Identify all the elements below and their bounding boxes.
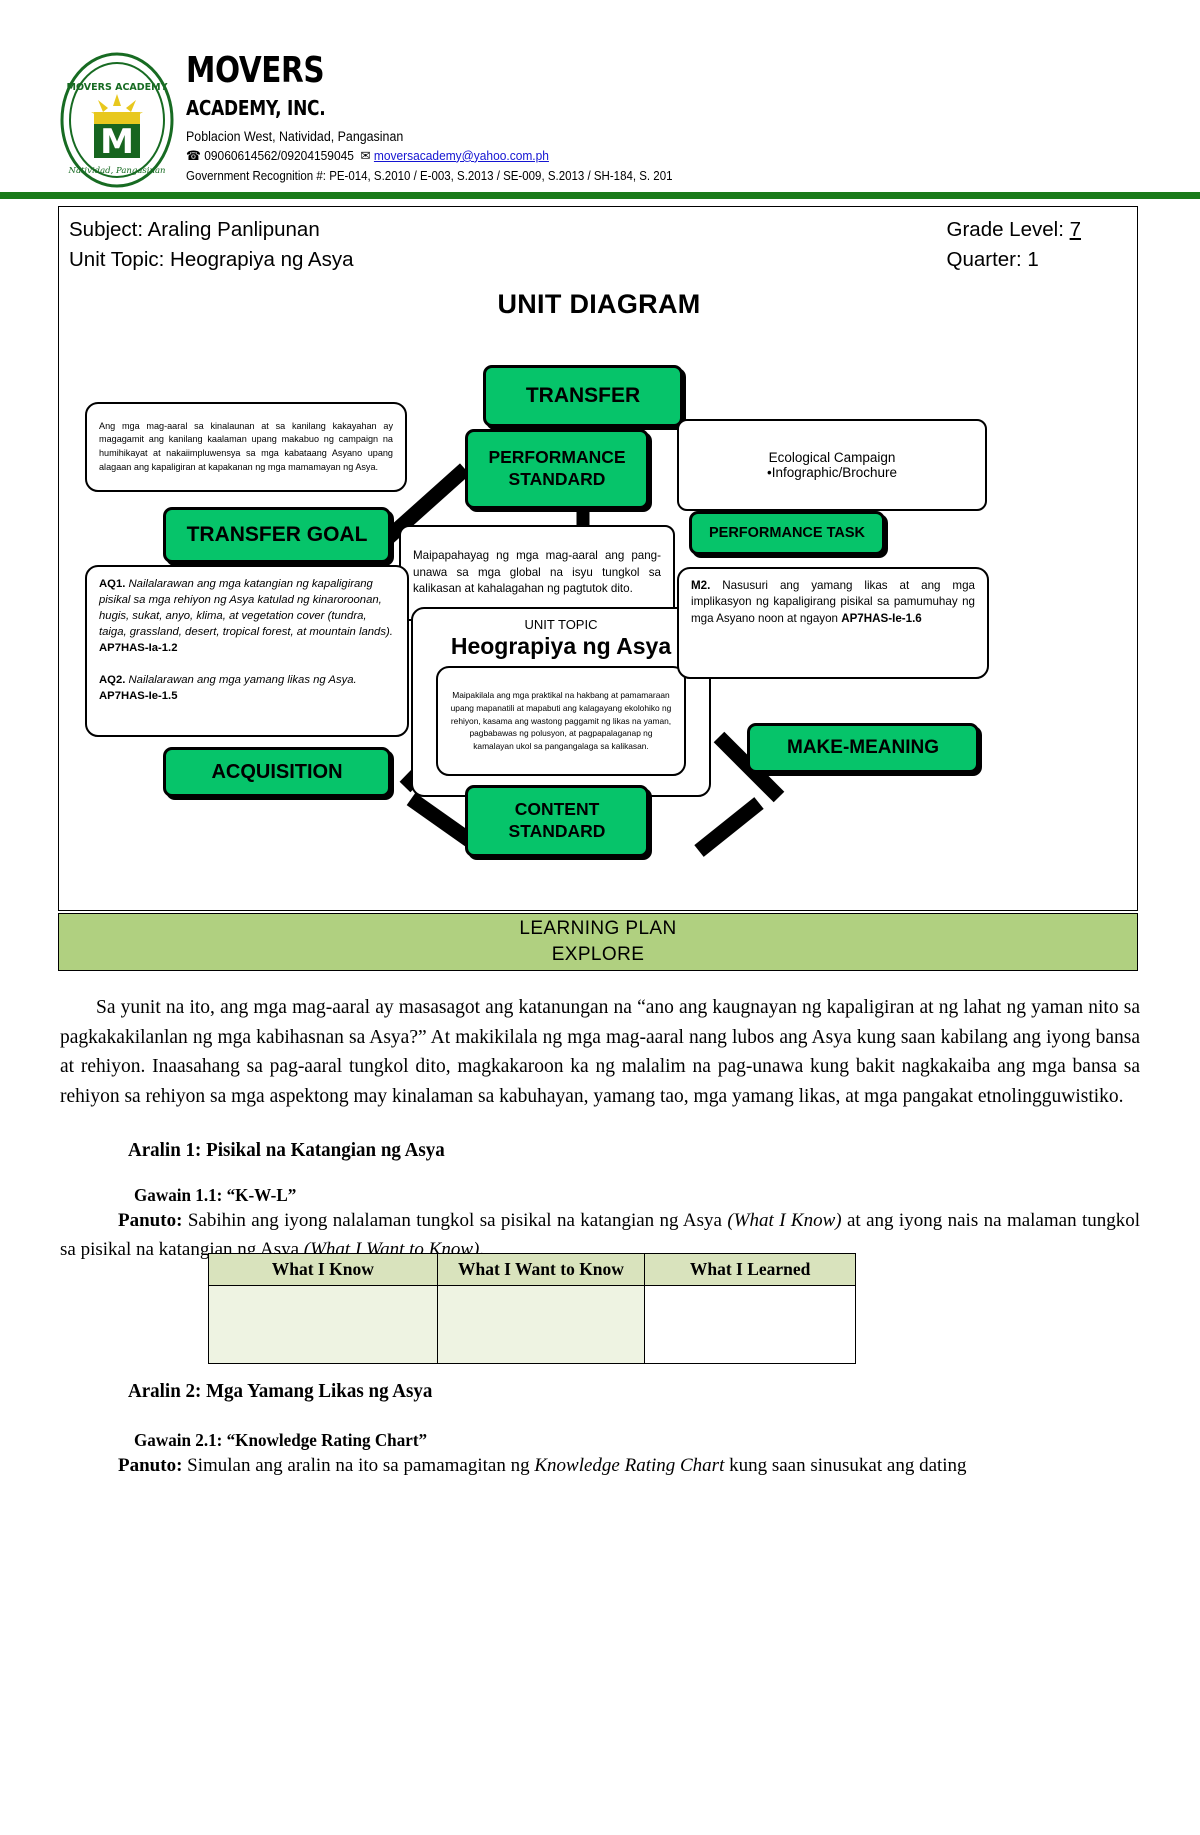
school-contact: ☎ 09060614562/09204159045 ✉ moversacadem… <box>186 148 672 164</box>
node-performance-task-label: PERFORMANCE TASK <box>708 525 865 541</box>
learning-plan-title: LEARNING PLAN <box>519 918 677 940</box>
grade-column: Grade Level: 7 Quarter: 1 <box>947 215 1129 274</box>
node-transfer: TRANSFER <box>483 365 683 427</box>
aq1-ref: AP7HAS-Ia-1.2 <box>99 642 178 655</box>
node-unit-topic: UNIT TOPIC Heograpiya ng Asya Maipakilal… <box>411 607 711 797</box>
gawain-2-1-panuto-label: Panuto: <box>118 1455 183 1476</box>
kwl-header-row: What I Know What I Want to Know What I L… <box>208 1253 856 1286</box>
school-address: Poblacion West, Natividad, Pangasinan <box>186 128 404 144</box>
gawain-1-1-panuto-i1: (What I Know) <box>727 1210 842 1231</box>
node-transfer-goal: TRANSFER GOAL <box>163 507 391 563</box>
performance-standard-text: Maipapahayag ng mga mag-aaral ang pang-u… <box>413 549 661 596</box>
grade-level-label: Grade Level: <box>946 218 1064 241</box>
envelope-icon: ✉ <box>360 147 371 163</box>
node-performance-task-detail: Ecological Campaign •Infographic/Brochur… <box>677 419 987 511</box>
kwl-header-what-i-know: What I Know <box>208 1253 438 1286</box>
gawain-2-1-title: Gawain 2.1: “Knowledge Rating Chart” <box>134 1430 428 1450</box>
node-performance-task: PERFORMANCE TASK <box>689 511 885 555</box>
unit-topic-label: Unit Topic: Heograpiya ng Asya <box>69 247 354 271</box>
gawain-2-1-panuto-b: kung saan sinusukat ang dating <box>729 1455 967 1476</box>
kwl-header-what-i-learned: What I Learned <box>644 1253 856 1286</box>
page-title: UNIT DIAGRAM <box>497 289 701 319</box>
kwl-cell-what-i-know[interactable] <box>208 1285 438 1364</box>
gawain-2-1-panuto-a: Simulan ang aralin na ito sa pamamagitan… <box>187 1455 530 1476</box>
phone-icon: ☎ <box>186 147 201 163</box>
explore-intro-text: Sa yunit na ito, ang mga mag-aaral ay ma… <box>60 997 1140 1107</box>
subject-header-row: Subject: Araling Panlipunan Unit Topic: … <box>69 215 1129 274</box>
unit-topic-name: Heograpiya ng Asya <box>450 633 672 659</box>
school-subname: ACADEMY, INC. <box>186 95 326 120</box>
quarter-label: Quarter: 1 <box>946 247 1039 271</box>
learning-plan-subtitle: EXPLORE <box>551 944 645 965</box>
svg-text:MOVERS ACADEMY: MOVERS ACADEMY <box>67 82 168 93</box>
grade-level-row: Grade Level: 7 <box>947 215 1081 245</box>
acquisition-detail-text: AQ1. Nailalarawan ang mga katangian ng k… <box>87 567 407 713</box>
gawain-2-1-panuto-i1: Knowledge Rating Chart <box>534 1455 725 1476</box>
gawain-1-1-panuto-label: Panuto: <box>118 1210 183 1231</box>
m2-text: Nasusuri ang yamang likas at ang mga imp… <box>691 579 975 625</box>
letterhead: MOVERS ACADEMY Natividad, Pangasinan M M… <box>0 0 1200 199</box>
node-performance-standard-label: PERFORMANCE STANDARD <box>488 447 626 489</box>
aralin-2-title: Aralin 2: Mga Yamang Likas ng Asya <box>128 1380 433 1402</box>
node-acquisition: ACQUISITION <box>163 747 391 797</box>
unit-topic-inner-text: Maipakilala ang mga praktikal na hakbang… <box>450 690 672 751</box>
aq2-code: AQ2. <box>99 674 126 687</box>
gawain-2-1-panuto: Panuto: Simulan ang aralin na ito sa pam… <box>60 1452 1140 1481</box>
explore-intro: Sa yunit na ito, ang mga mag-aaral ay ma… <box>60 993 1140 1112</box>
gawain-1-1-panuto-c: . <box>479 1238 485 1260</box>
node-performance-standard: PERFORMANCE STANDARD <box>465 429 649 509</box>
unit-diagram: TRANSFER Ang mga mag-aaral sa kinalaunan… <box>59 207 1139 912</box>
kwl-table-row <box>208 1285 856 1364</box>
grade-level-value: 7 <box>1069 218 1081 241</box>
kwl-cell-what-i-learned[interactable] <box>644 1285 856 1364</box>
node-transfer-goal-label: TRANSFER GOAL <box>186 523 368 546</box>
aq1-code: AQ1. <box>99 578 126 590</box>
node-make-meaning: MAKE-MEANING <box>747 723 979 773</box>
kwl-table: What I Know What I Want to Know What I L… <box>208 1253 856 1364</box>
make-meaning-detail-text: M2. Nasusuri ang yamang likas at ang mga… <box>679 569 987 636</box>
subject-column: Subject: Araling Panlipunan Unit Topic: … <box>69 215 354 274</box>
brand-block: MOVERS ACADEMY, INC. Poblacion West, Nat… <box>186 52 715 183</box>
node-acquisition-detail: AQ1. Nailalarawan ang mga katangian ng k… <box>85 565 409 737</box>
transfer-description-text: Ang mga mag-aaral sa kinalaunan at sa ka… <box>99 420 393 472</box>
node-transfer-label: TRANSFER <box>525 384 641 407</box>
subject-label: Subject: Araling Panlipunan <box>69 218 320 241</box>
aralin-1-title: Aralin 1: Pisikal na Katangian ng Asya <box>128 1139 445 1161</box>
kwl-header-what-i-want-to-know: What I Want to Know <box>436 1253 646 1286</box>
unit-diagram-frame: Subject: Araling Panlipunan Unit Topic: … <box>58 206 1138 911</box>
node-content-standard: CONTENT STANDARD <box>465 785 649 857</box>
kwl-cell-what-i-want-to-know[interactable] <box>436 1285 646 1364</box>
school-name: MOVERS <box>186 50 325 91</box>
government-recognition: Government Recognition #: PE-014, S.2010… <box>186 168 673 183</box>
node-make-meaning-label: MAKE-MEANING <box>787 737 939 758</box>
node-make-meaning-detail: M2. Nasusuri ang yamang likas at ang mga… <box>677 567 989 679</box>
svg-text:M: M <box>100 122 134 162</box>
performance-task-detail-line1: Ecological Campaign <box>768 450 896 465</box>
m2-code: M2. <box>691 579 711 592</box>
learning-plan-banner: LEARNING PLAN EXPLORE <box>58 913 1138 971</box>
email-link[interactable]: moversacademy@yahoo.com.ph <box>373 147 549 163</box>
gawain-1-1-title: Gawain 1.1: “K-W-L” <box>134 1185 297 1205</box>
performance-task-detail-line2: •Infographic/Brochure <box>766 465 898 480</box>
node-acquisition-label: ACQUISITION <box>211 760 343 783</box>
school-logo: MOVERS ACADEMY Natividad, Pangasinan M <box>58 50 176 190</box>
aq2-ref: AP7HAS-Ie-1.5 <box>99 690 178 703</box>
header-divider <box>0 192 1200 199</box>
node-content-standard-label: CONTENT STANDARD <box>508 799 606 841</box>
phone-number: 09060614562/09204159045 <box>204 147 354 163</box>
gawain-1-1-panuto-a: Sabihin ang iyong nalalaman tungkol sa p… <box>187 1210 722 1231</box>
aq2-text: Nailalarawan ang mga yamang likas ng Asy… <box>128 674 357 687</box>
node-transfer-description: Ang mga mag-aaral sa kinalaunan at sa ka… <box>85 402 407 492</box>
m2-ref: AP7HAS-Ie-1.6 <box>841 611 922 625</box>
unit-topic-caption: UNIT TOPIC <box>524 617 598 632</box>
node-performance-standard-text: Maipapahayag ng mga mag-aaral ang pang-u… <box>399 525 675 621</box>
aq1-text: Nailalarawan ang mga katangian ng kapali… <box>99 578 393 639</box>
svg-text:Natividad, Pangasinan: Natividad, Pangasinan <box>68 166 166 176</box>
